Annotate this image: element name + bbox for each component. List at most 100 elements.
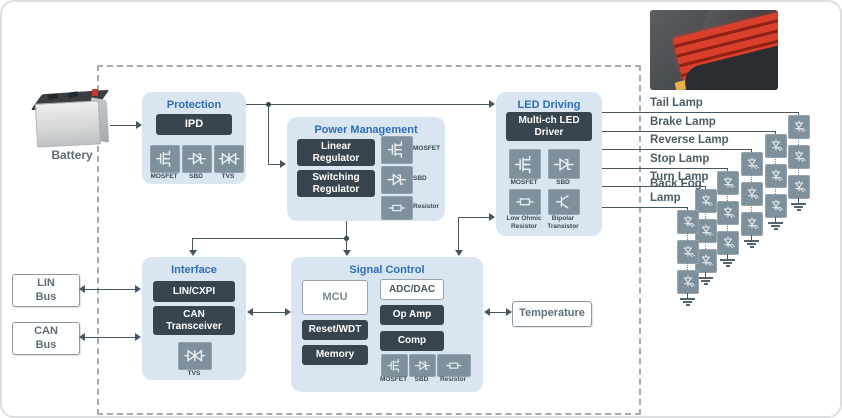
led-chain-dotted-link: [751, 175, 752, 182]
led-icon: [788, 175, 810, 199]
can-bus-line2: Bus: [35, 338, 57, 351]
lamp-chain-stub: [798, 112, 799, 116]
led-icon: [695, 189, 717, 213]
sbd-icon: [409, 354, 436, 377]
led-icon: [741, 152, 763, 176]
ground-icon: [773, 228, 778, 230]
ground-icon: [680, 298, 695, 300]
comp-chip: Comp: [380, 331, 444, 351]
protection-to-pm-line-h: [268, 164, 282, 165]
led-icon: [677, 270, 699, 294]
ground-icon: [771, 225, 780, 227]
battery-front: [34, 100, 102, 148]
led-chain-dotted-link: [687, 233, 688, 240]
led-icon: [695, 249, 717, 273]
ground-icon: [698, 277, 713, 279]
signal-control-block: Signal Control MCU Reset/WDT Memory ADC/…: [291, 257, 483, 392]
battery-to-protection-line: [110, 125, 138, 126]
interface-title: Interface: [171, 264, 217, 276]
ground-icon: [794, 206, 803, 208]
multi-ch-led-driver-chip: Multi-ch LED Driver: [506, 112, 592, 141]
arrowhead: [489, 100, 495, 108]
interface-block: Interface LIN/CXPI CAN Transceiver TVS: [142, 257, 246, 380]
battery-icon: Battery: [26, 86, 118, 162]
led-chain-dotted-link: [705, 212, 706, 219]
resistor-label: Resistor: [413, 203, 440, 210]
ipd-chip: IPD: [156, 114, 232, 135]
mosfet-label: MOSFET: [379, 376, 408, 383]
lamp-chain-stub: [727, 168, 728, 172]
to-signal-control-line: [346, 238, 347, 251]
lin-bus-line2: Bus: [35, 290, 57, 303]
protection-to-led-driving-line: [246, 104, 490, 105]
led-icon: [717, 201, 739, 225]
led-chain-dotted-link: [727, 194, 728, 201]
protection-to-pm-line-v: [268, 104, 269, 165]
ground-icon: [701, 280, 710, 282]
led-icon: [677, 240, 699, 264]
ground-icon: [747, 243, 756, 245]
led-icon: [677, 210, 699, 234]
arrowhead: [280, 160, 286, 168]
led-chain-dotted-link: [687, 263, 688, 270]
battery-terminal: [92, 89, 98, 96]
arrowhead: [285, 308, 291, 316]
mcu-chip: MCU: [302, 280, 368, 315]
lamp-label: Tail Lamp: [650, 97, 703, 109]
signal-control-title: Signal Control: [349, 264, 425, 276]
arrowhead: [484, 308, 490, 316]
sc-led-line-h: [458, 217, 490, 218]
temperature-label: Temperature: [519, 307, 585, 320]
power-management-block: Power Management Linear Regulator Switch…: [287, 117, 445, 221]
tvs-label: TVS: [187, 370, 201, 377]
ground-icon: [685, 304, 690, 306]
lin-interface-line: [84, 289, 136, 290]
led-icon: [717, 171, 739, 195]
sbd-icon: [182, 145, 212, 173]
op-amp-chip: Op Amp: [380, 305, 444, 325]
lamp-chain-stub: [751, 149, 752, 153]
led-icon: [765, 134, 787, 158]
tvs-icon: [214, 145, 244, 173]
mosfet-icon: [509, 149, 541, 179]
led-icon: [695, 219, 717, 243]
protection-block: Protection IPD MOSFET SBD TVS: [142, 92, 246, 184]
ground-stub: [705, 272, 706, 277]
sc-temperature-line: [489, 312, 507, 313]
arrowhead: [135, 285, 141, 293]
can-transceiver-chip: CAN Transceiver: [153, 306, 235, 335]
ground-stub: [687, 293, 688, 298]
system-boundary: [97, 65, 641, 415]
can-bus-line1: CAN: [34, 325, 58, 338]
led-chain-dotted-link: [798, 168, 799, 175]
low-ohmic-resistor-label: Low Ohmic Resistor: [506, 215, 542, 230]
ground-icon: [796, 209, 801, 211]
sc-led-line-v: [458, 217, 459, 251]
resistor-icon: [381, 196, 413, 220]
arrowhead: [489, 213, 495, 221]
led-icon: [741, 182, 763, 206]
lamp-chain-stub: [705, 186, 706, 190]
led-chain-dotted-link: [727, 224, 728, 231]
led-chain-dotted-link: [775, 187, 776, 194]
sbd-icon: [548, 149, 580, 179]
lamp-chain-stub: [687, 207, 688, 211]
mosfet-label: MOSFET: [413, 145, 441, 152]
sbd-label: SBD: [556, 179, 570, 186]
arrowhead: [79, 285, 85, 293]
memory-chip: Memory: [302, 345, 368, 365]
arrowhead: [455, 250, 463, 256]
ground-icon: [720, 259, 735, 261]
linear-regulator-chip: Linear Regulator: [297, 139, 375, 166]
pm-branch-line: [192, 238, 347, 239]
led-icon: [765, 194, 787, 218]
led-driving-title: LED Driving: [517, 99, 581, 111]
ground-icon: [791, 203, 806, 205]
sbd-label: SBD: [414, 376, 429, 383]
led-icon: [765, 164, 787, 188]
led-icon: [788, 115, 810, 139]
led-icon: [741, 212, 763, 236]
lin-cxpi-chip: LIN/CXPI: [153, 281, 235, 302]
resistor-label: Resistor: [439, 376, 466, 383]
